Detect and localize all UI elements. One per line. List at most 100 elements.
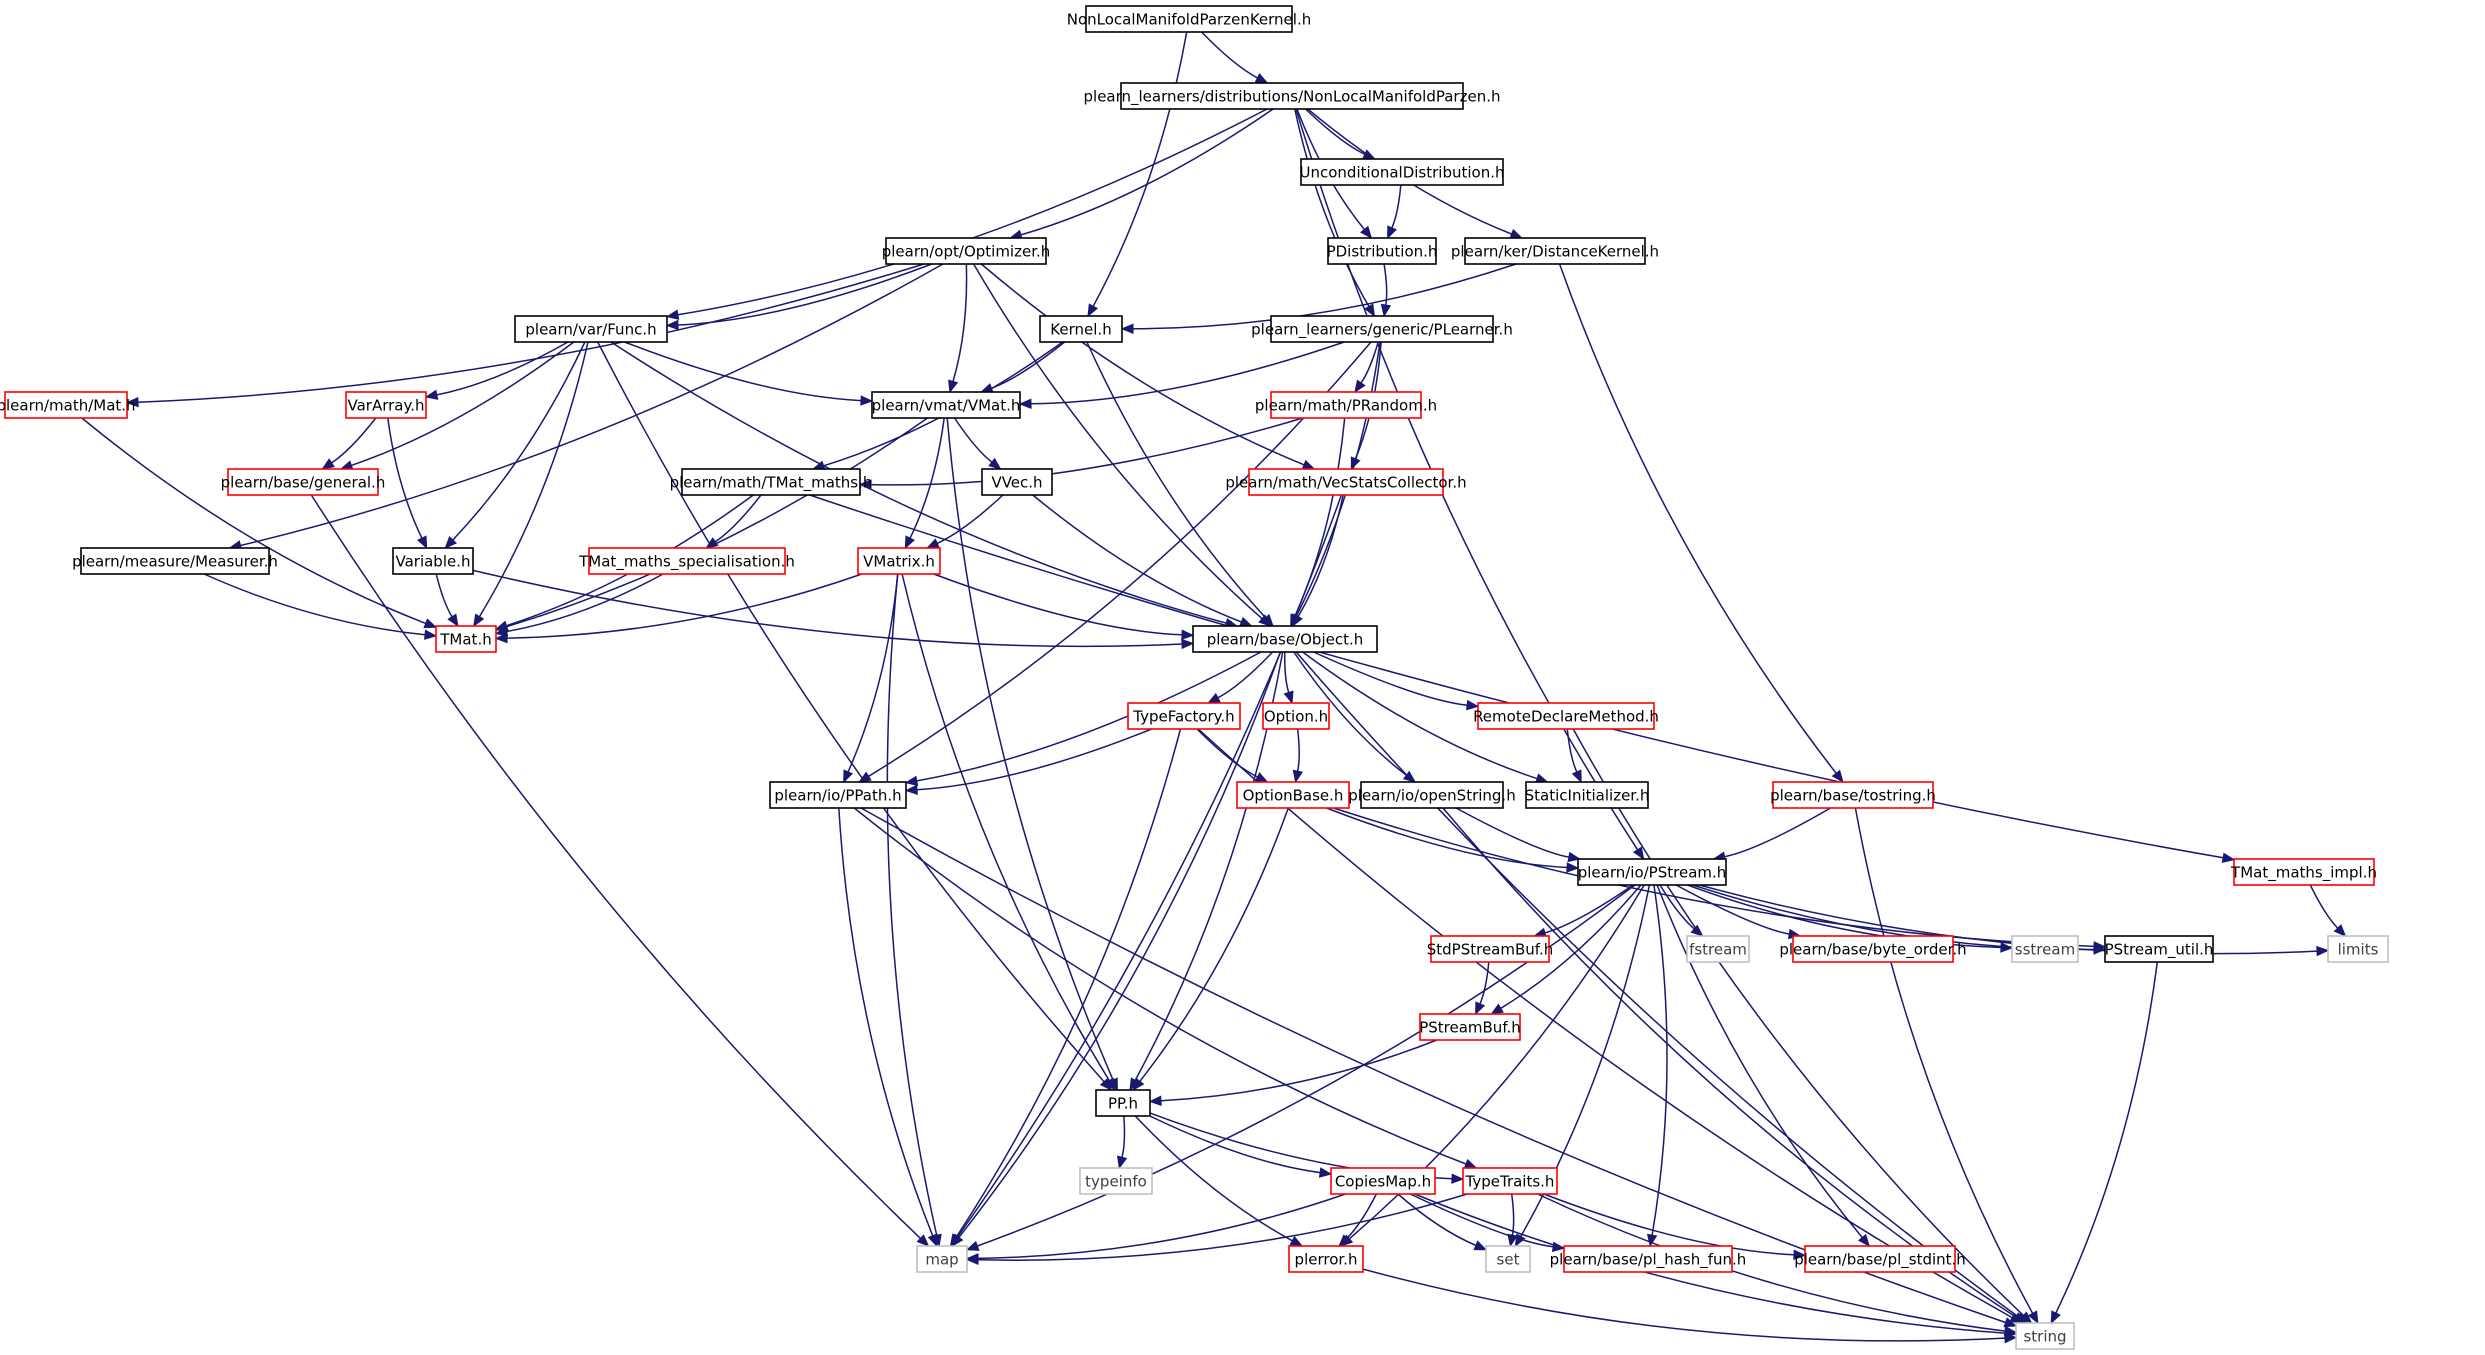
node-tmat[interactable]: TMat.h bbox=[435, 625, 497, 653]
edge-vmatrix-to-pp bbox=[901, 573, 1110, 1081]
node-psutil[interactable]: PStream_util.h bbox=[2104, 935, 2214, 963]
arrowhead-ppath-to-typetraits bbox=[1463, 1158, 1478, 1169]
arrowhead-vmatrix-to-object bbox=[1181, 629, 1195, 641]
node-typefactory[interactable]: TypeFactory.h bbox=[1127, 702, 1241, 730]
node-typetraits[interactable]: TypeTraits.h bbox=[1462, 1167, 1558, 1195]
arrowhead-nlmp-to-uncond bbox=[1362, 149, 1376, 160]
arrowhead-vvec-to-vmatrix bbox=[925, 538, 940, 549]
node-copiesmap[interactable]: CopiesMap.h bbox=[1330, 1167, 1436, 1195]
node-vecstats[interactable]: plearn/math/VecStatsCollector.h bbox=[1225, 468, 1467, 496]
node-box-plearner bbox=[1270, 315, 1494, 343]
edge-tostring-to-pstream bbox=[1724, 807, 1831, 858]
edge-plearner-to-prandom bbox=[1360, 341, 1379, 384]
arrowhead-pp-to-copiesmap bbox=[1318, 1167, 1333, 1178]
node-measurer[interactable]: plearn/measure/Measurer.h bbox=[72, 547, 278, 575]
arrowhead-plearner-to-prandom bbox=[1354, 379, 1366, 394]
node-box-ppath bbox=[769, 781, 907, 809]
edge-optimizer-to-object bbox=[972, 263, 1263, 620]
node-optimizer[interactable]: plearn/opt/Optimizer.h bbox=[882, 237, 1051, 265]
edge-root-to-nlmp bbox=[1201, 31, 1258, 79]
node-tostring[interactable]: plearn/base/tostring.h bbox=[1770, 781, 1936, 809]
arrowhead-measurer-to-tmat bbox=[424, 629, 438, 640]
node-plearner[interactable]: plearn_learners/generic/PLearner.h bbox=[1251, 315, 1513, 343]
edge-pstream-to-fstream bbox=[1659, 884, 1695, 930]
edge-optimizer-to-measurer bbox=[240, 263, 944, 547]
edge-vmat-to-tmat bbox=[506, 417, 928, 628]
node-box-pdist bbox=[1327, 237, 1437, 265]
edge-func-to-object bbox=[610, 341, 1227, 624]
node-pdist[interactable]: PDistribution.h bbox=[1327, 237, 1438, 265]
node-prandom[interactable]: plearn/math/PRandom.h bbox=[1255, 391, 1437, 419]
edge-func-to-pp bbox=[597, 341, 1105, 1083]
edge-func-to-vararray bbox=[436, 341, 569, 396]
node-box-tmatimpl bbox=[2233, 858, 2375, 886]
edge-vmat-to-vmatrix bbox=[909, 417, 945, 539]
node-string: string bbox=[2015, 1322, 2075, 1350]
node-label-uncond: UnconditionalDistribution.h bbox=[1300, 164, 1505, 182]
arrowhead-typefactory-to-map bbox=[949, 1233, 962, 1248]
arrowhead-optimizer-to-vecstats bbox=[1301, 459, 1316, 470]
arrowhead-kernel-to-object bbox=[1261, 613, 1274, 627]
edge-object-to-option bbox=[1284, 651, 1290, 693]
node-option[interactable]: Option.h bbox=[1262, 702, 1330, 730]
edge-vmatrix-to-tmat bbox=[506, 573, 863, 639]
node-optionbase[interactable]: OptionBase.h bbox=[1236, 781, 1350, 809]
arrowhead-object-to-option bbox=[1283, 690, 1294, 705]
node-tmatspec[interactable]: TMat_maths_specialisation.h bbox=[578, 547, 795, 575]
node-mat[interactable]: plearn/math/Mat.h bbox=[0, 391, 136, 419]
node-variable[interactable]: Variable.h bbox=[392, 547, 474, 575]
node-label-vmatrix: VMatrix.h bbox=[863, 553, 935, 571]
node-openstring[interactable]: plearn/io/openString.h bbox=[1348, 781, 1516, 809]
node-hashfun[interactable]: plearn/base/pl_hash_fun.h bbox=[1550, 1245, 1747, 1273]
node-general[interactable]: plearn/base/general.h bbox=[221, 468, 386, 496]
node-vvec[interactable]: VVec.h bbox=[981, 468, 1053, 496]
node-byteorder[interactable]: plearn/base/byte_order.h bbox=[1779, 935, 1967, 963]
node-label-typetraits: TypeTraits.h bbox=[1465, 1173, 1555, 1191]
node-kernel[interactable]: Kernel.h bbox=[1039, 315, 1123, 343]
node-box-kernel bbox=[1039, 315, 1123, 343]
node-tmatimpl[interactable]: TMat_maths_impl.h bbox=[2230, 858, 2377, 886]
edge-psbuf-to-pp bbox=[1160, 1039, 1438, 1102]
node-distkernel[interactable]: plearn/ker/DistanceKernel.h bbox=[1451, 237, 1659, 265]
node-pstream[interactable]: plearn/io/PStream.h bbox=[1577, 858, 1727, 886]
arrowhead-func-to-vararray bbox=[424, 389, 439, 400]
edge-mat-to-tmat bbox=[81, 417, 426, 625]
node-remotedecl[interactable]: RemoteDeclareMethod.h bbox=[1473, 702, 1659, 730]
node-plerror[interactable]: plerror.h bbox=[1288, 1245, 1364, 1273]
node-label-string: string bbox=[2023, 1328, 2066, 1346]
node-stdpsbuf[interactable]: StdPStreamBuf.h bbox=[1427, 935, 1554, 963]
edge-optionbase-to-pp bbox=[1139, 807, 1290, 1082]
node-label-variable: Variable.h bbox=[395, 553, 470, 571]
node-label-optimizer: plearn/opt/Optimizer.h bbox=[882, 243, 1051, 261]
node-box-hashfun bbox=[1563, 1245, 1733, 1273]
edge-openstring-to-string bbox=[1442, 807, 2017, 1318]
node-box-vmat bbox=[871, 391, 1021, 419]
edge-object-to-map bbox=[958, 651, 1282, 1238]
node-tmatmaths[interactable]: plearn/math/TMat_maths.h bbox=[670, 468, 873, 496]
node-nlmp[interactable]: plearn_learners/distributions/NonLocalMa… bbox=[1084, 82, 1501, 110]
node-box-map bbox=[916, 1245, 968, 1273]
node-vararray[interactable]: VarArray.h bbox=[345, 391, 427, 419]
node-pp[interactable]: PP.h bbox=[1095, 1089, 1151, 1117]
node-vmatrix[interactable]: VMatrix.h bbox=[857, 547, 941, 575]
edge-remotedecl-to-string bbox=[1572, 728, 2024, 1316]
node-psbuf[interactable]: PStreamBuf.h bbox=[1419, 1013, 1521, 1041]
arrowhead-vmatrix-to-tmat bbox=[494, 632, 508, 644]
node-ppath[interactable]: plearn/io/PPath.h bbox=[769, 781, 907, 809]
node-stdint[interactable]: plearn/base/pl_stdint.h bbox=[1794, 1245, 1966, 1273]
node-box-stdint bbox=[1804, 1245, 1956, 1273]
arrowhead-object-to-remotedecl bbox=[1466, 699, 1480, 711]
node-object[interactable]: plearn/base/Object.h bbox=[1192, 625, 1378, 653]
node-vmat[interactable]: plearn/vmat/VMat.h bbox=[871, 391, 1021, 419]
edge-vmatrix-to-map bbox=[886, 573, 938, 1236]
node-box-psbuf bbox=[1419, 1013, 1521, 1041]
arrowhead-pstream-to-psbuf bbox=[1490, 1003, 1504, 1015]
node-box-openstring bbox=[1360, 781, 1504, 809]
node-func[interactable]: plearn/var/Func.h bbox=[514, 315, 668, 343]
node-staticinit[interactable]: StaticInitializer.h bbox=[1525, 781, 1650, 809]
edge-typefactory-to-ppath bbox=[916, 728, 1152, 791]
arrowhead-general-to-map bbox=[916, 1234, 930, 1247]
node-root[interactable]: NonLocalManifoldParzenKernel.h bbox=[1067, 5, 1311, 33]
edge-optimizer-to-vmat bbox=[952, 263, 968, 382]
node-uncond[interactable]: UnconditionalDistribution.h bbox=[1300, 158, 1505, 186]
